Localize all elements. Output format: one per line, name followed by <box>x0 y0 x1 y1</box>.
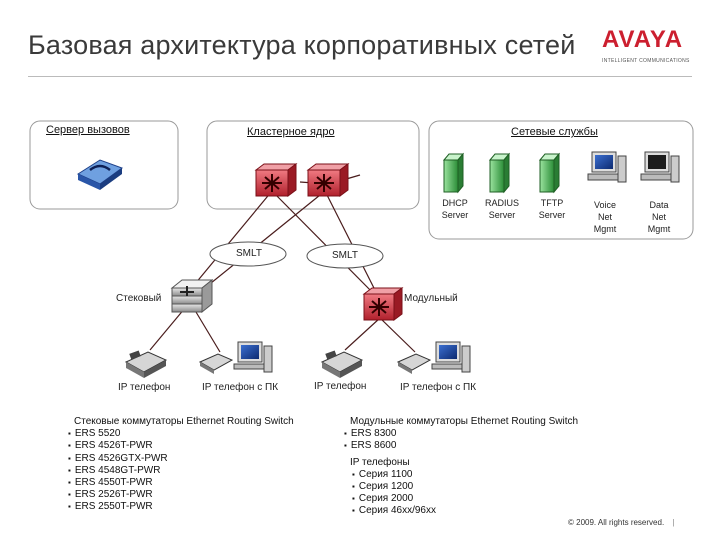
ip-phone-pc-2-label: IP телефон с ПК <box>400 382 477 393</box>
ip-phone-2-icon <box>320 350 364 378</box>
logo-tagline: INTELLIGENT COMMUNICATIONS <box>602 58 690 64</box>
list-item: ERS 4548GT-PWR <box>68 465 294 477</box>
cluster-core-panel <box>206 120 420 210</box>
page-title: Базовая архитектура корпоративных сетей <box>28 30 576 60</box>
modular-list-heading: Модульные коммутаторы Ethernet Routing S… <box>350 416 579 427</box>
list-item: ERS 4526T-PWR <box>68 440 294 452</box>
network-services-panel <box>428 120 694 240</box>
core-router-left-icon <box>254 163 298 197</box>
modular-switch-list: Модульные коммутаторы Ethernet Routing S… <box>344 416 578 518</box>
modular-switch-label: Модульный <box>404 293 458 304</box>
list-item: Серия 2000 <box>344 493 578 505</box>
list-item: ERS 8300 <box>344 428 578 440</box>
list-item: ERS 2526T-PWR <box>68 489 294 501</box>
avaya-logo: AVAYA INTELLIGENT COMMUNICATIONS <box>602 26 694 65</box>
dhcp-server-icon <box>442 152 465 194</box>
list-item: Серия 1200 <box>344 481 578 493</box>
ip-phones-heading: IP телефоны <box>350 456 410 468</box>
list-item: ERS 4526GTX-PWR <box>68 453 294 465</box>
stack-switch-label: Стековый <box>116 293 162 304</box>
smlt-oval-left <box>209 241 287 267</box>
ip-phone-2-label: IP телефон <box>314 381 367 392</box>
logo-wordmark: AVAYA <box>602 26 684 53</box>
ip-phone-pc-1-icon <box>198 341 273 374</box>
list-item: ERS 4550T-PWR <box>68 477 294 489</box>
list-item: ERS 8600 <box>344 440 578 452</box>
title-divider <box>28 76 692 77</box>
copyright-text: © 2009. All rights reserved. <box>568 518 665 527</box>
stack-list-heading: Стековые коммутаторы Ethernet Routing Sw… <box>74 416 294 427</box>
list-item: Серия 1100 <box>344 469 578 481</box>
list-item: ERS 5520 <box>68 428 294 440</box>
smlt-oval-right <box>306 243 384 269</box>
core-router-right-icon <box>306 163 350 197</box>
ip-phone-pc-2-icon <box>396 341 471 374</box>
ip-phone-pc-1-label: IP телефон с ПК <box>202 382 279 393</box>
call-server-title: Сервер вызовов <box>46 124 130 136</box>
call-server-panel <box>29 120 179 210</box>
smlt-label-left: SMLT <box>236 248 262 259</box>
stack-switch-list: Стековые коммутаторы Ethernet Routing Sw… <box>68 416 294 514</box>
radius-server-icon <box>488 152 511 194</box>
list-item: Серия 46xx/96xx <box>344 505 578 517</box>
voice-mgmt-workstation-icon <box>587 151 627 183</box>
list-item: ERS 2550T-PWR <box>68 501 294 513</box>
call-server-icon <box>76 159 124 190</box>
footer-divider: | <box>672 518 675 527</box>
copyright-footer: © 2009. All rights reserved. | <box>568 518 674 527</box>
cluster-core-title: Кластерное ядро <box>247 126 335 138</box>
network-services-title: Сетевые службы <box>511 126 598 138</box>
stack-switch-icon <box>170 278 214 314</box>
tftp-server-icon <box>538 152 561 194</box>
data-mgmt-workstation-icon <box>640 151 680 183</box>
smlt-label-right: SMLT <box>332 250 358 261</box>
ip-phone-1-label: IP телефон <box>118 382 171 393</box>
modular-switch-icon <box>362 287 404 321</box>
ip-phone-1-icon <box>124 350 168 378</box>
